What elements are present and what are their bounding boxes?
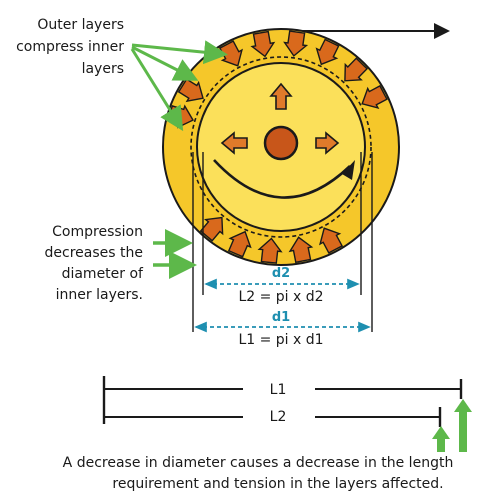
l2-compare-label: L2 [270,409,287,425]
compression-arrow-icon [288,236,314,264]
caption-line1: A decrease in diameter causes a decrease… [63,455,454,471]
outer-layers-label-line1: Outer layers [37,17,124,33]
pointer-arrow-2 [131,45,199,81]
length-end-arrows [432,399,472,452]
l1-end-arrow-icon [454,399,472,452]
compression-label-line3: diameter of [62,266,144,282]
arrow-right-icon [315,131,340,155]
l2-formula: L2 = pi x d2 [238,289,323,305]
compression-arrow-icon [199,216,224,242]
compression-arrow-icon [283,30,309,57]
expansion-arrows [220,82,340,155]
compression-arrow-icon [227,230,252,258]
rotation-arrow [213,159,351,199]
compression-arrow-icon [344,57,368,82]
l1-compare-label: L1 [270,382,287,398]
compression-arrows [167,30,388,264]
arrow-up-icon [269,82,293,110]
l1-formula: L1 = pi x d1 [238,332,323,348]
compression-arrow-icon [361,84,388,109]
arrow-left-icon [220,131,248,155]
compression-pointers [153,229,197,279]
caption-line2: requirement and tension in the layers af… [112,476,443,492]
pointer-arrow-3 [130,48,184,132]
d1-label: d1 [272,310,290,325]
outer-layers-pointers [130,40,228,132]
l2-end-arrow-icon [432,426,450,452]
compression-arrow-icon [257,237,283,264]
pointer-arrow-1 [131,40,228,65]
d2-label: d2 [272,266,290,281]
compression-label-line1: Compression [52,224,143,240]
compression-label-line4: inner layers. [56,287,143,303]
compression-arrow-icon [319,227,344,254]
outer-layers-label-line3: layers [82,61,124,77]
core-hub [263,125,299,161]
compression-arrow-icon [250,30,276,58]
roll-dashed-boundary [190,56,372,238]
outer-layers-label-line2: compress inner [16,39,124,55]
compression-arrow-icon [315,38,340,66]
rotation-arrowhead-icon [342,160,355,180]
compression-label-line2: decreases the [45,245,143,261]
